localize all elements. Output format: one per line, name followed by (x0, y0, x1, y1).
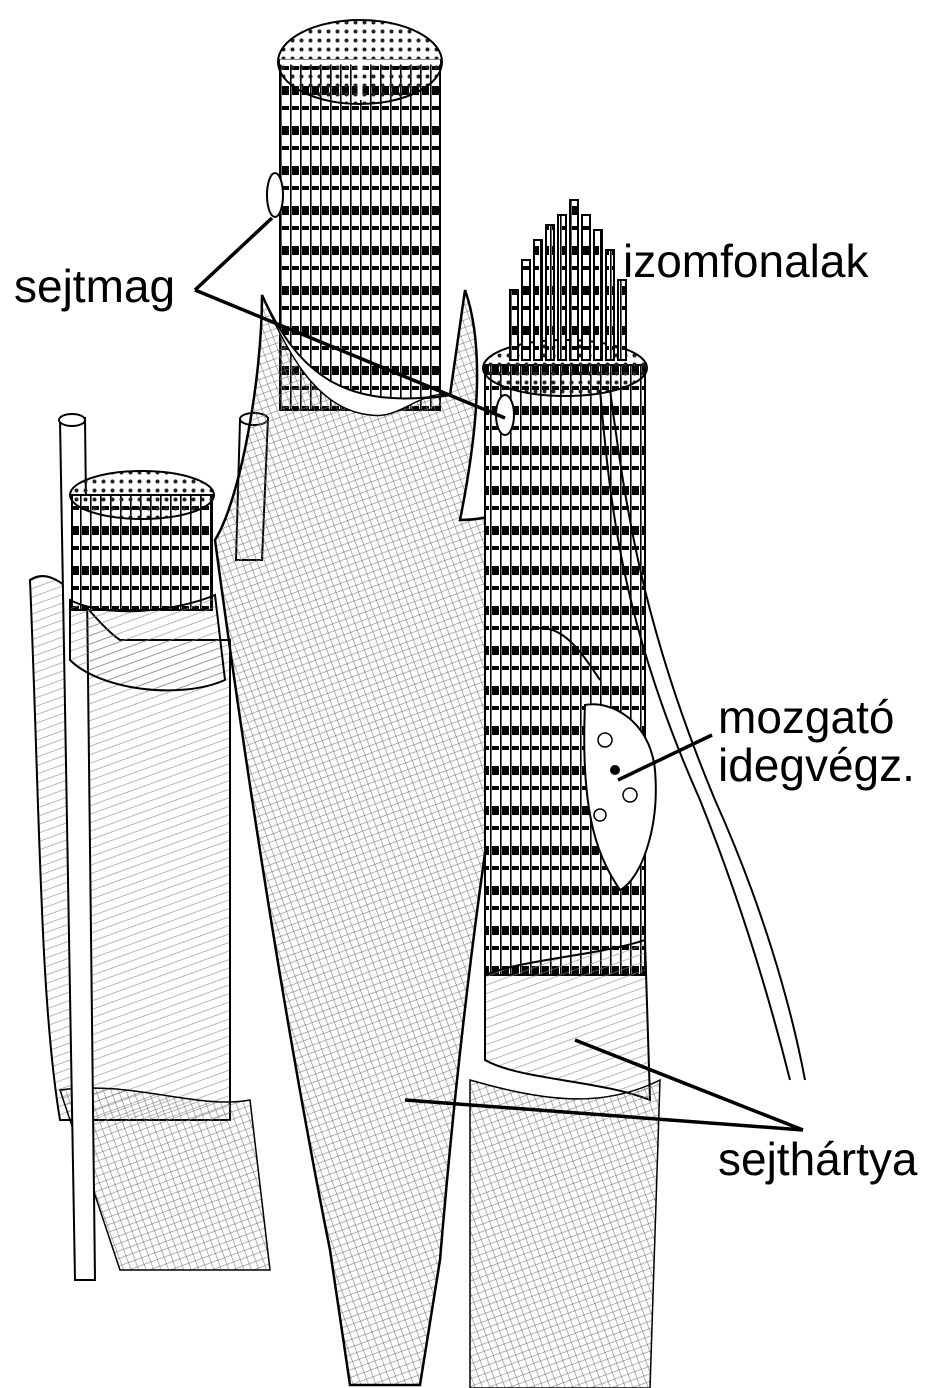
label-izomfonalak: izomfonalak (623, 237, 868, 285)
muscle-fiber-center (278, 20, 442, 410)
label-mozgato-line1: mozgató (718, 693, 915, 741)
label-mozgato-idegvegz: mozgató idegvégz. (718, 693, 915, 790)
label-mozgato-line2: idegvégz. (718, 741, 915, 789)
muscle-fiber-left (70, 471, 225, 690)
label-sejtmag: sejtmag (14, 262, 175, 310)
label-sejthartya: sejthártya (718, 1135, 917, 1183)
sejtmag-pointer-upper (195, 218, 272, 290)
